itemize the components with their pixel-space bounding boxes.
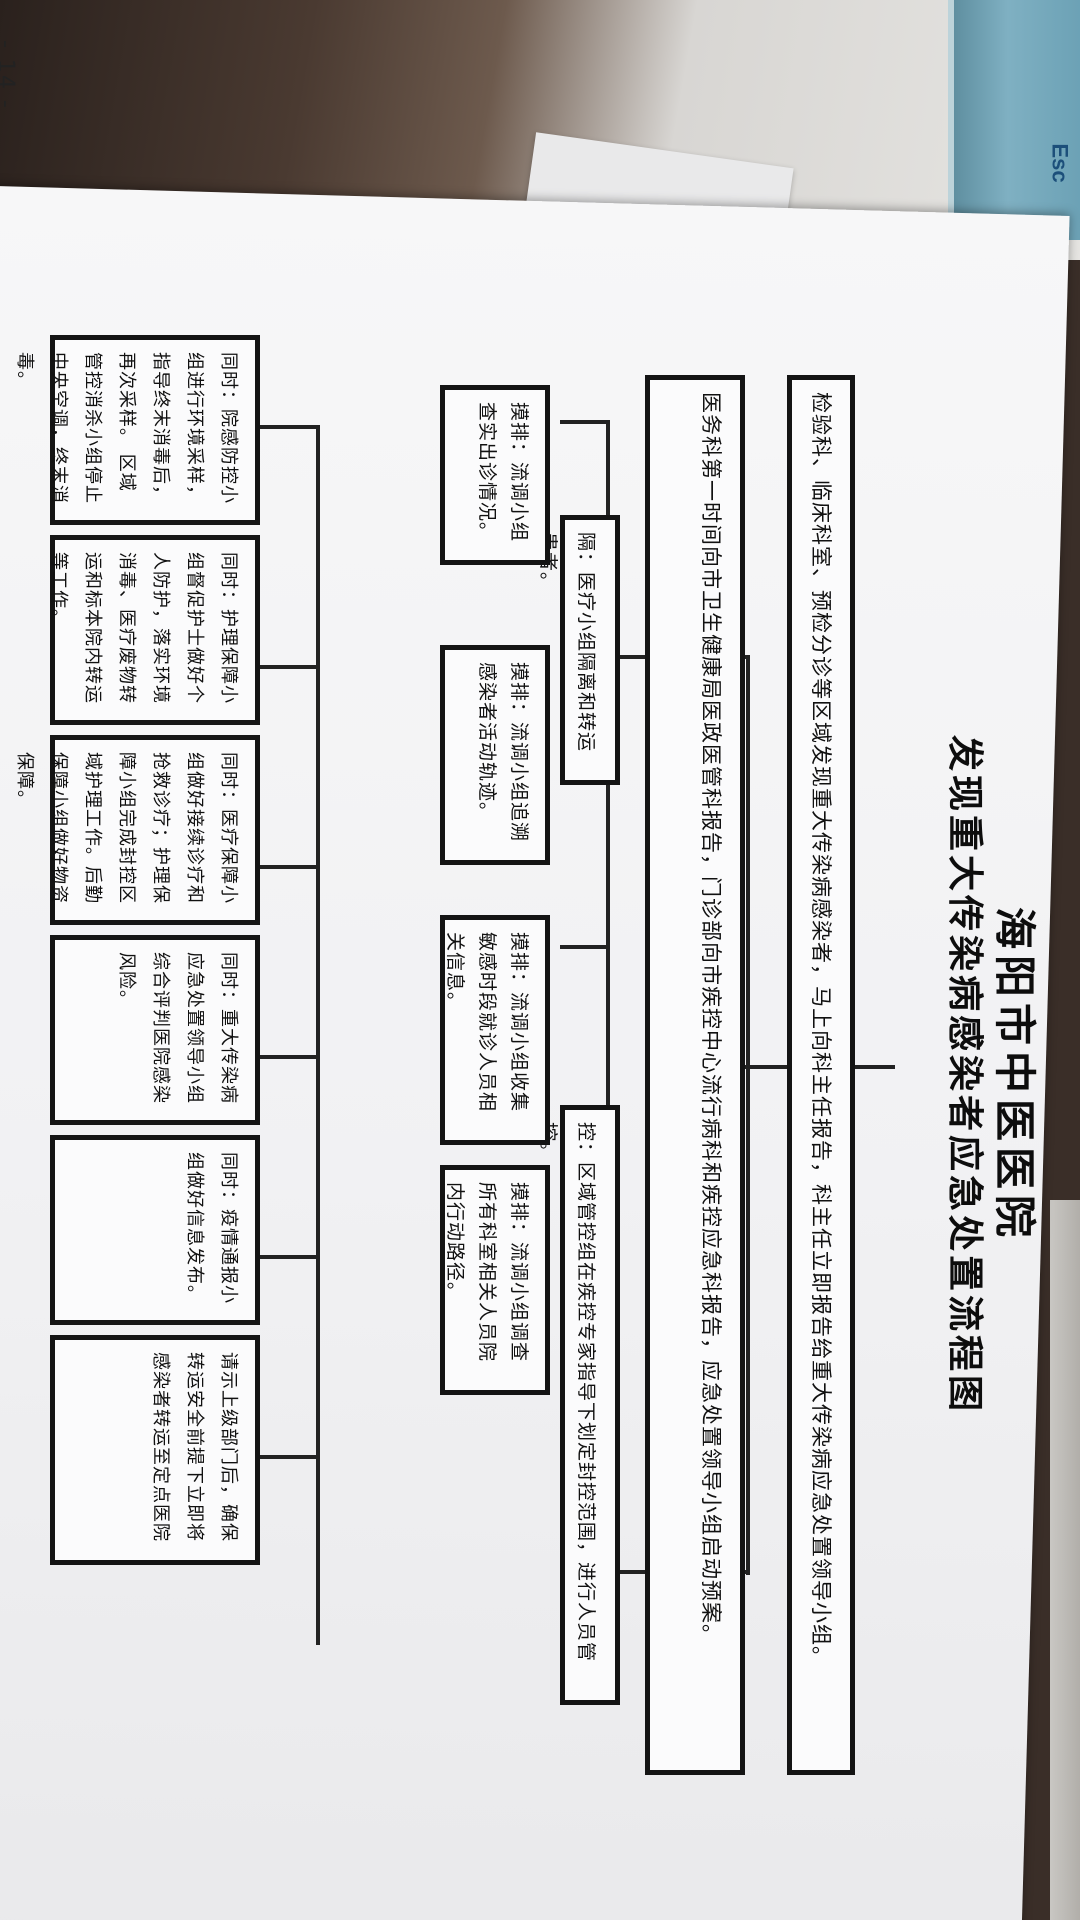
trace-text-4: 摸排：流调小组调查所有科室相关人员院内行动路径。 <box>444 1182 530 1363</box>
parallel-text-3: 同时：医疗保障小组做好接续诊疗和抢救诊疗；护理保障小组完成封控区域护理工作。后勤… <box>14 752 239 904</box>
flowchart-document: 海阳市中医医院 发现重大传染病感染者应急处置流程图 检验科、临床科室、预检分诊等… <box>14 225 1040 1920</box>
trace-text-2: 摸排：流调小组追溯感染者活动轨迹。 <box>476 662 530 843</box>
parallel-box-5: 同时：疫情通报小组做好信息发布。 <box>50 1135 260 1325</box>
connector <box>260 865 320 869</box>
flowchart-title: 海阳市中医医院 发现重大传染病感染者应急处置流程图 <box>940 225 1040 1920</box>
trace-box-4: 摸排：流调小组调查所有科室相关人员院内行动路径。 <box>440 1165 550 1395</box>
connector <box>260 425 320 429</box>
parallel-text-4: 同时：重大传染病应急处置领导小组综合评判医院感染风险。 <box>116 952 239 1104</box>
discovery-text: 检验科、临床科室、预检分诊等区域发现重大传染病感染者，马上向科主任报告，科主任立… <box>809 392 833 1668</box>
parallel-box-4: 同时：重大传染病应急处置领导小组综合评判医院感染风险。 <box>50 935 260 1125</box>
connector <box>260 1255 320 1259</box>
connector <box>746 655 750 1575</box>
parallel-box-2: 同时：护理保障小组督促护士做好个人防护，落实环境消毒、医疗废物转运和标本院内转运… <box>48 535 260 725</box>
control-box: 控：区域管控组在疾控专家指导下划定封控范围，进行人员管控。 <box>537 1105 620 1705</box>
connector <box>260 1455 320 1459</box>
trace-text-1: 摸排：流调小组查实出诊情况。 <box>476 402 530 543</box>
trace-box-3: 摸排：流调小组收集敏感时段就诊人员相关信息。 <box>440 915 550 1145</box>
trace-text-3: 摸排：流调小组收集敏感时段就诊人员相关信息。 <box>444 932 530 1113</box>
esc-key-label: Esc <box>1047 143 1073 183</box>
discovery-box: 检验科、临床科室、预检分诊等区域发现重大传染病感染者，马上向科主任报告，科主任立… <box>787 375 855 1775</box>
flowchart-heading: 发现重大传染病感染者应急处置流程图 <box>944 734 985 1415</box>
transfer-text: 请示上级部门后，确保转运安全前提下立即将感染者转运至定点医院 <box>150 1352 239 1542</box>
parallel-text-5: 同时：疫情通报小组做好信息发布。 <box>184 1152 239 1304</box>
connector <box>316 425 320 1645</box>
connector <box>260 665 320 669</box>
monitor-edge <box>948 0 1080 240</box>
page-number: - 14 - <box>0 40 18 110</box>
parallel-text-1: 同时：院感防控小组进行环境采样，指导终末消毒后，再次采样。 区域管控消杀小组停止… <box>14 352 239 504</box>
transfer-box: 请示上级部门后，确保转运安全前提下立即将感染者转运至定点医院 <box>50 1335 260 1565</box>
parallel-box-3: 同时：医疗保障小组做好接续诊疗和抢救诊疗；护理保障小组完成封控区域护理工作。后勤… <box>14 735 260 925</box>
desk-edge <box>1050 1200 1080 1920</box>
report-text: 医务科第一时间向市卫生健康局医政医管科报告，门诊部向市疾控中心流行病科和疾控应急… <box>699 392 723 1646</box>
connector <box>560 420 610 424</box>
report-box: 医务科第一时间向市卫生健康局医政医管科报告，门诊部向市疾控中心流行病科和疾控应急… <box>645 375 745 1775</box>
isolate-box: 隔：医疗小组隔离和转运患者。 <box>537 515 620 785</box>
connector <box>855 1065 895 1069</box>
trace-box-1: 摸排：流调小组查实出诊情况。 <box>440 385 550 565</box>
hospital-name: 海阳市中医医院 <box>990 906 1039 1243</box>
parallel-box-1: 同时：院感防控小组进行环境采样，指导终末消毒后，再次采样。 区域管控消杀小组停止… <box>14 335 260 525</box>
trace-box-2: 摸排：流调小组追溯感染者活动轨迹。 <box>440 645 550 865</box>
parallel-text-2: 同时：护理保障小组督促护士做好个人防护，落实环境消毒、医疗废物转运和标本院内转运… <box>48 552 239 704</box>
connector <box>560 945 610 949</box>
connector <box>260 1055 320 1059</box>
